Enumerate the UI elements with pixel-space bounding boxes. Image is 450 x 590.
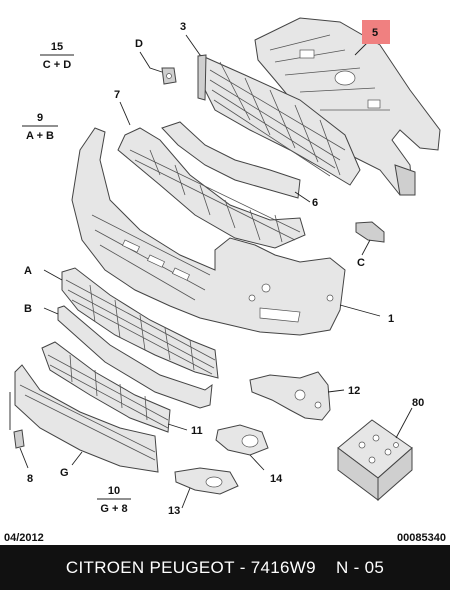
callout-C: C — [357, 257, 365, 269]
fraction-9: 9 A + B — [22, 112, 58, 142]
part-6-trim-strip — [161, 121, 301, 199]
part-D-clip — [161, 67, 177, 85]
callout-80: 80 — [412, 397, 424, 409]
fraction-15-sub: C + D — [43, 59, 71, 71]
part-80-fastener-kit — [337, 419, 413, 502]
footer-gap — [316, 558, 336, 578]
callout-7: 7 — [114, 89, 120, 101]
exploded-parts-diagram: 3 5 D 7 6 C A B 1 12 80 11 G 14 8 13 15 … — [4, 17, 446, 544]
fraction-9-sub: A + B — [26, 130, 54, 142]
callout-11: 11 — [191, 425, 203, 437]
callout-12: 12 — [348, 385, 360, 397]
callout-A: A — [24, 265, 32, 277]
footer-bar: CITROEN PEUGEOT - 7416W9 N - 05 — [0, 545, 450, 590]
callout-D: D — [135, 38, 143, 50]
fraction-10-sub: G + 8 — [100, 503, 127, 515]
part-B-trim-bar — [57, 305, 213, 409]
part-8-clip — [9, 392, 25, 449]
fraction-9-number: 9 — [37, 112, 43, 124]
callout-13: 13 — [168, 505, 180, 517]
part-13-fog-bezel — [174, 467, 239, 495]
footer-part-code: 7416W9 — [250, 557, 316, 577]
callout-8: 8 — [27, 473, 33, 485]
callout-5-highlight-box — [362, 20, 390, 44]
part-A-lower-grille — [61, 267, 219, 379]
part-C-bracket — [355, 221, 385, 243]
callout-5: 5 — [372, 27, 378, 39]
doc-number: 00085340 — [397, 532, 446, 544]
callout-6: 6 — [312, 197, 318, 209]
part-7-lower-support — [117, 127, 306, 249]
callout-3: 3 — [180, 21, 186, 33]
fraction-10: 10 G + 8 — [97, 485, 131, 515]
part-11-lower-mesh — [41, 341, 171, 433]
callout-14: 14 — [270, 473, 283, 485]
footer-separator: - — [234, 557, 251, 577]
part-3-grille — [197, 54, 361, 186]
part-5-upper-frame — [254, 17, 441, 196]
callout-B: B — [24, 303, 32, 315]
part-14-fog-bezel — [215, 424, 269, 456]
footer-brand: CITROEN PEUGEOT — [65, 557, 235, 577]
callout-G: G — [60, 467, 69, 479]
part-G-lower-cover — [14, 364, 159, 473]
leader-lines — [19, 34, 413, 509]
fraction-15: 15 C + D — [40, 41, 74, 71]
date-code: 04/2012 — [4, 532, 44, 544]
fraction-10-number: 10 — [108, 485, 120, 497]
fraction-15-number: 15 — [51, 41, 63, 53]
part-12-bracket — [249, 371, 331, 421]
footer-page: N - 05 — [336, 557, 385, 577]
part-1-bumper-cover — [71, 127, 346, 336]
callout-1: 1 — [388, 313, 394, 325]
